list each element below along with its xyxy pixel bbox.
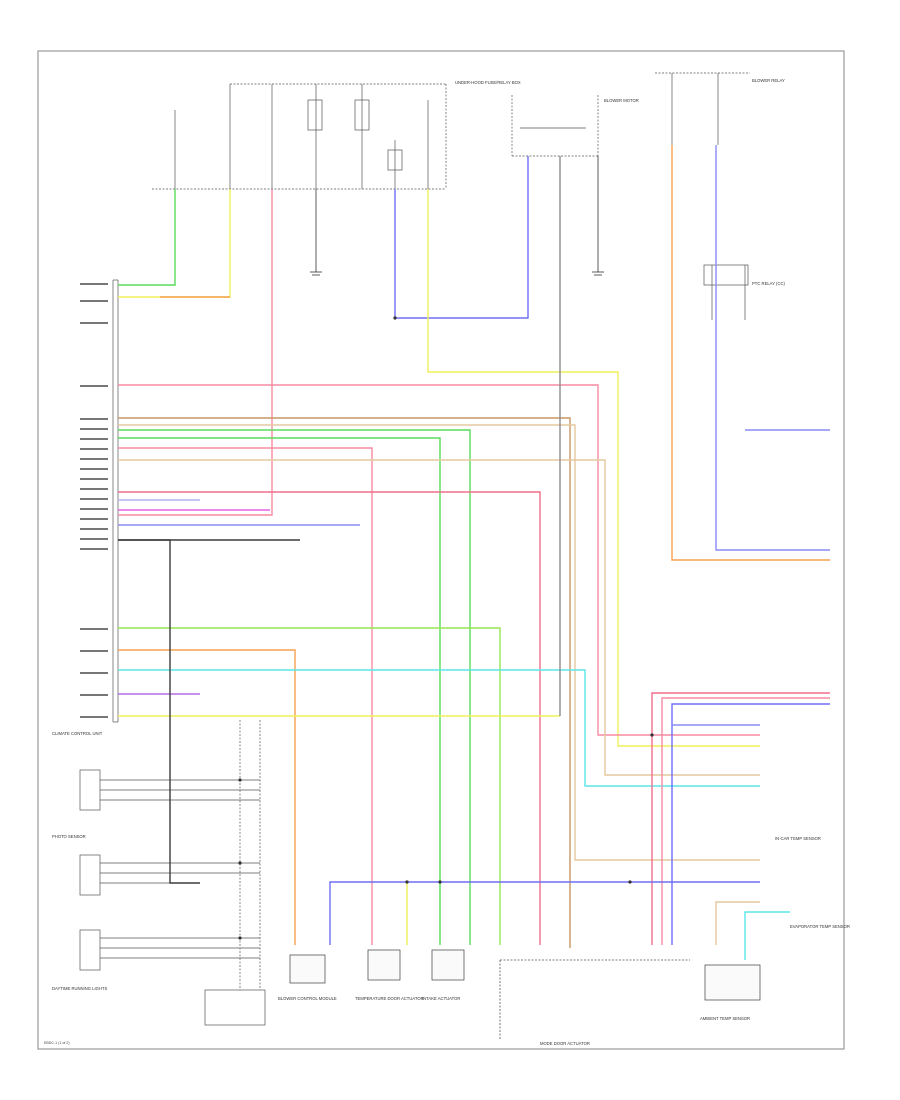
wire-pink-385 [118,384,760,736]
wire-cyan-bottom [744,911,790,960]
ambient-sensor-label: AMBIENT TEMP SENSOR [700,1016,750,1021]
wire-green-power [118,189,176,286]
wire-cyan-672 [118,669,760,787]
mode-actuator-label: MODE DOOR ACTUATOR [540,1041,590,1046]
blower-control-module-label: BLOWER CONTROL MODULE [278,996,337,1001]
wire-tan-bottom [715,901,760,945]
mode-actuator-box [704,964,761,1001]
evaporator-sensor-label: EVAPORATOR TEMP SENSOR [790,924,850,929]
bottom-components [289,949,761,1040]
in-car-sensor-label: IN-CAR TEMP SENSOR [775,836,821,841]
wire-blue-right [715,145,830,551]
climate-control-unit [112,279,119,723]
wire-pink-fuse [118,189,273,516]
diagram-border [37,50,845,1050]
wire-yellow-long [427,189,760,747]
temp-door-actuator-box [367,949,401,981]
wire-lime-628 [118,627,501,945]
blower-relay-box [655,72,750,320]
intake-actuator-box [431,949,465,981]
wire-red-right [651,692,830,945]
wire-yellow-feed [118,189,231,298]
climate-unit-label: CLIMATE CONTROL UNIT [52,731,103,736]
wire-black-left [118,539,200,884]
wire-green-438 [118,437,441,945]
intake-actuator-label: INTAKE ACTUATOR [422,996,460,1001]
wire-pink-448 [118,447,373,945]
wire-pink-right [661,697,830,945]
ptc-relay-label: PTC RELAY (CC) [752,281,785,286]
blower-relay-label: BLOWER RELAY [752,78,785,83]
wire-tan-428 [118,424,760,861]
wire-blue-bus [329,881,760,945]
pin-labels [80,283,108,718]
blower-motor-box [511,95,599,157]
ground-symbols [310,156,604,276]
blower-motor-label: BLOWER MOTOR [604,98,639,103]
wire-blue-right2 [671,703,830,945]
wire-red-488 [118,491,541,945]
fuse-box-label: UNDER-HOOD FUSE/RELAY BOX [455,80,521,85]
left-switch-circuits [79,720,266,1026]
junction-dots [238,316,654,940]
wire-green-428 [118,429,471,945]
wire-brown-418 [118,417,571,948]
blower-control-module-box [289,954,326,984]
temp-door-actuator-label: TEMPERATURE DOOR ACTUATOR [355,996,424,1001]
wire-tan-458 [118,459,760,776]
photo-sensor-label: PHOTO SENSOR [52,834,86,839]
wire-blue-blower [394,156,529,319]
fuse-box [152,83,447,190]
wire-orange-650 [118,649,296,945]
page-note: EBDC-1 (1 of 2) [44,1041,70,1045]
wire-orange-right [671,145,830,561]
daytime-lights-label: DAYTIME RUNNING LIGHTS [52,986,108,991]
wires [118,145,830,960]
